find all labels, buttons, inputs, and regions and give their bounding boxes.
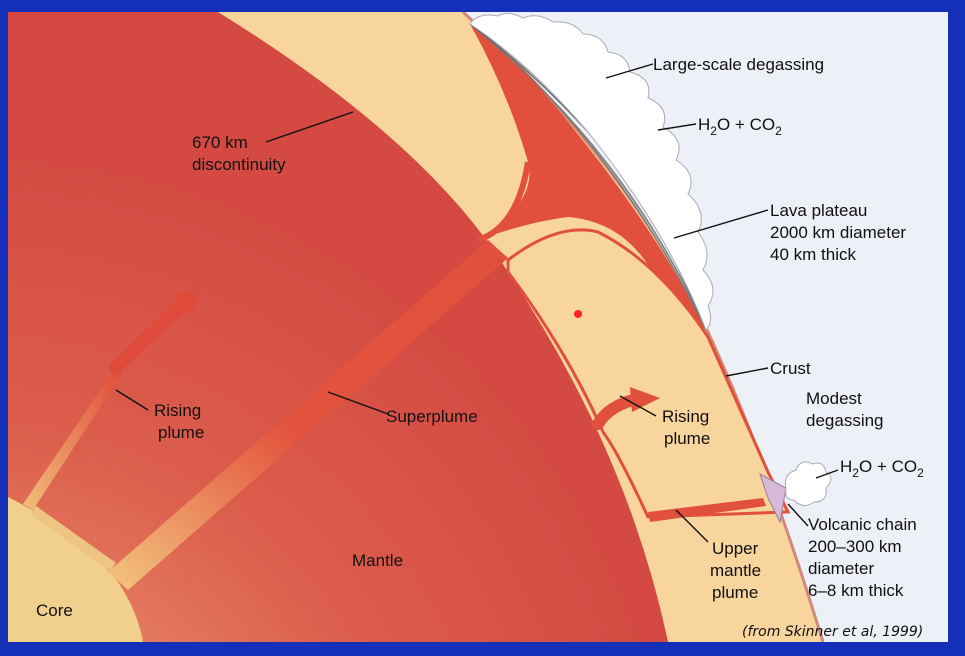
label-rising-plume-right-1: Rising — [662, 407, 709, 426]
leader-h2o-bottom — [815, 469, 839, 479]
diagram-frame: Large-scale degassing H2O + CO2 Lava pla… — [8, 12, 948, 642]
label-core: Core — [36, 601, 73, 620]
label-discontinuity-1: 670 km — [192, 133, 248, 152]
earth-cross-section-diagram: Large-scale degassing H2O + CO2 Lava pla… — [8, 12, 924, 642]
label-superplume: Superplume — [386, 407, 478, 426]
label-upper-mantle-plume-1: Upper — [712, 539, 759, 558]
label-modest-degassing-1: Modest — [806, 389, 862, 408]
lower-mantle — [8, 12, 668, 642]
label-volcanic-chain-4: 6–8 km thick — [808, 581, 904, 600]
label-rising-plume-left-1: Rising — [154, 401, 201, 420]
rising-plume-left-shape — [23, 291, 197, 572]
label-volcanic-chain-3: diameter — [808, 559, 874, 578]
label-rising-plume-right-2: plume — [664, 429, 710, 448]
label-discontinuity-2: discontinuity — [192, 155, 286, 174]
leader-h2o-top — [657, 123, 697, 131]
leader-volcanic-chain — [787, 503, 809, 527]
leader-superplume — [327, 391, 389, 415]
superplume-shape — [108, 240, 508, 590]
leader-rising-right — [619, 395, 657, 417]
label-volcanic-chain-1: Volcanic chain — [808, 515, 917, 534]
pointer-dot — [574, 310, 582, 318]
upper-mantle-block — [506, 228, 791, 519]
label-lava-plateau-3: 40 km thick — [770, 245, 856, 264]
degassing-cloud-large — [469, 12, 714, 331]
label-rising-plume-left-2: plume — [158, 423, 204, 442]
leader-large-degassing — [605, 63, 654, 79]
label-h2o-co2-bottom: H2O + CO2 — [840, 457, 924, 480]
core — [8, 497, 143, 642]
label-h2o-co2-top: H2O + CO2 — [698, 115, 782, 138]
label-volcanic-chain-2: 200–300 km — [808, 537, 902, 556]
leader-upper-mantle-plume — [675, 509, 709, 543]
label-large-scale-degassing: Large-scale degassing — [653, 55, 824, 74]
label-crust: Crust — [770, 359, 811, 378]
leader-lava-plateau — [673, 209, 769, 239]
leader-rising-left — [115, 389, 149, 411]
label-lava-plateau-2: 2000 km diameter — [770, 223, 906, 242]
label-modest-degassing-2: degassing — [806, 411, 884, 430]
citation: (from Skinner et al, 1999) — [742, 624, 923, 640]
upper-mantle-plume-shape — [648, 498, 766, 522]
degassing-cloud-small — [785, 461, 832, 506]
label-lava-plateau-1: Lava plateau — [770, 201, 867, 220]
label-upper-mantle-plume-2: mantle — [710, 561, 761, 580]
volcanic-chain-shape — [759, 472, 787, 524]
label-mantle: Mantle — [352, 551, 403, 570]
plume-head — [470, 24, 706, 330]
leader-discontinuity — [265, 111, 354, 143]
leader-crust — [725, 367, 769, 377]
plume-neck — [476, 161, 531, 243]
crust-line — [461, 12, 825, 642]
label-upper-mantle-plume-3: plume — [712, 583, 758, 602]
